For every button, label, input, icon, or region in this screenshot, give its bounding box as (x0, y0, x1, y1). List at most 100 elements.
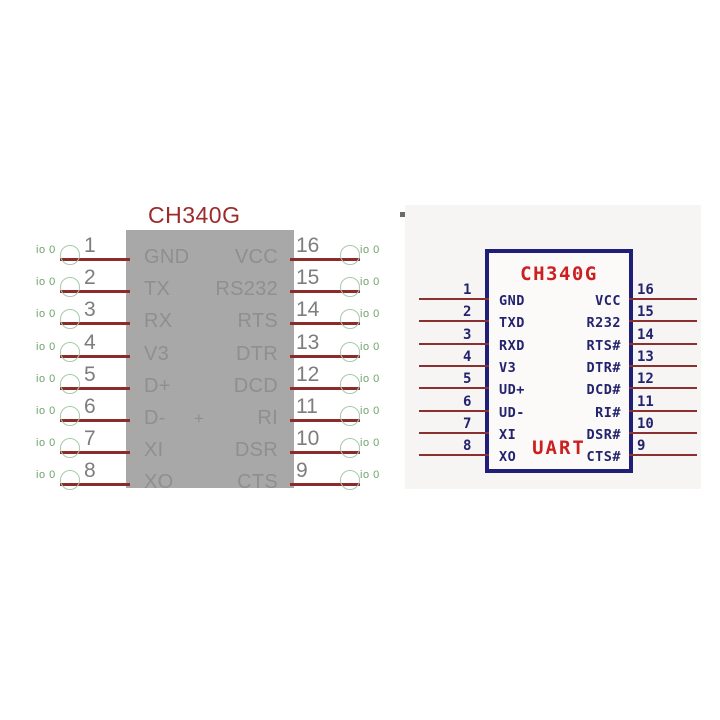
left-pin-number-9: 9 (296, 459, 308, 483)
left-wire-pin-8 (60, 483, 130, 487)
right-pin-label-xi: XI (499, 426, 517, 443)
right-pin-number-7: 7 (463, 415, 472, 432)
left-wire-pin-16 (290, 258, 360, 261)
left-pin-label-ri: RI (257, 407, 278, 429)
right-pin-number-11: 11 (637, 393, 654, 410)
right-pin-number-16: 16 (637, 282, 654, 298)
left-pin-label-d-: D- (144, 407, 166, 429)
right-pin-label-rxd: RXD (499, 337, 525, 354)
right-wire-pin-15 (629, 320, 697, 323)
right-pin-label-v3: V3 (499, 359, 517, 376)
left-pin-number-16: 16 (296, 234, 320, 257)
left-pin-number-14: 14 (296, 298, 320, 322)
right-wire-pin-3 (419, 342, 489, 345)
right-pin-number-4: 4 (463, 348, 472, 365)
io-marker-circle-icon (60, 277, 80, 298)
left-pin-label-tx: TX (144, 278, 171, 301)
right-pin-label-rtsn: RTS# (586, 337, 621, 354)
left-wire-pin-2 (60, 290, 130, 294)
left-pin-number-15: 15 (296, 266, 320, 290)
right-wire-pin-14 (629, 342, 697, 345)
left-pin-label-rs232: RS232 (215, 278, 278, 301)
left-chip-body (126, 230, 294, 488)
left-pin-number-12: 12 (296, 362, 320, 386)
left-pin-number-2: 2 (84, 266, 96, 290)
left-pin-label-v3: V3 (144, 342, 170, 365)
io-marker-circle-icon (340, 438, 360, 459)
left-io-marker-pin-7: io 0 (36, 437, 80, 459)
right-pin-label-udp: UD+ (499, 382, 525, 399)
io-marker-text: io 0 (360, 276, 380, 289)
io-marker-circle-icon (60, 406, 80, 426)
right-pin-label-gnd: GND (499, 293, 525, 309)
left-wire-pin-11 (290, 419, 360, 422)
left-pin-label-dtr: DTR (235, 342, 278, 365)
io-marker-circle-icon (60, 341, 80, 362)
right-pin-label-dtrn: DTR# (586, 359, 621, 376)
left-io-marker-pin-3: io 0 (36, 308, 80, 330)
corner-tick-mark (400, 212, 407, 217)
right-pin-label-rin: RI# (595, 404, 621, 421)
left-io-marker-pin-8: io 0 (36, 469, 80, 491)
io-marker-text: io 0 (360, 340, 380, 353)
right-pin-number-3: 3 (463, 326, 472, 343)
io-marker-circle-icon (340, 470, 360, 491)
right-pin-label-txd: TXD (499, 315, 525, 332)
left-pin-number-11: 11 (296, 395, 318, 418)
right-pin-label-xo: XO (499, 449, 517, 466)
io-marker-circle-icon (340, 245, 360, 265)
right-chip-footer-label: UART (532, 437, 586, 459)
left-wire-pin-1 (60, 258, 130, 261)
left-wire-pin-3 (60, 322, 130, 326)
io-marker-circle-icon (60, 245, 80, 265)
io-marker-text: io 0 (360, 437, 380, 450)
left-io-marker-pin-1: io 0 (36, 244, 80, 266)
io-marker-circle-icon (60, 470, 80, 491)
left-pin-number-7: 7 (84, 427, 96, 451)
left-pin-number-5: 5 (84, 362, 96, 386)
left-wire-pin-12 (290, 386, 360, 390)
right-pin-label-dsrn: DSR# (586, 426, 621, 443)
right-pin-label-r232: R232 (586, 315, 621, 332)
right-pin-number-8: 8 (463, 438, 472, 455)
left-io-marker-pin-9: io 0 (338, 469, 382, 491)
right-wire-pin-11 (629, 409, 697, 412)
right-pin-number-13: 13 (637, 348, 654, 365)
io-marker-circle-icon (60, 438, 80, 459)
left-io-marker-pin-11: io 0 (338, 405, 382, 427)
io-marker-text: io 0 (360, 469, 380, 482)
io-marker-text: io 0 (360, 244, 380, 256)
left-pin-label-rts: RTS (237, 310, 278, 333)
left-wire-pin-15 (290, 290, 360, 294)
io-marker-text: io 0 (36, 405, 56, 417)
left-pin-label-xi: XI (144, 439, 164, 462)
io-marker-text: io 0 (36, 372, 56, 385)
left-pin-label-vcc: VCC (234, 246, 278, 268)
io-marker-circle-icon (60, 373, 80, 394)
left-wire-pin-9 (290, 483, 360, 487)
right-pin-label-ctsn: CTS# (586, 449, 621, 466)
right-wire-pin-2 (419, 320, 489, 323)
left-pin-label-dsr: DSR (234, 439, 278, 462)
right-pin-number-6: 6 (463, 393, 472, 410)
left-pin-number-13: 13 (296, 330, 320, 354)
right-wire-pin-1 (419, 298, 489, 300)
left-pin-number-1: 1 (84, 234, 96, 257)
left-pin-label-xo: XO (144, 471, 174, 494)
left-io-marker-pin-6: io 0 (36, 405, 80, 427)
io-marker-text: io 0 (360, 372, 380, 385)
right-wire-pin-5 (419, 387, 489, 390)
io-marker-text: io 0 (36, 437, 56, 450)
right-wire-pin-7 (419, 431, 489, 434)
left-io-marker-pin-12: io 0 (338, 373, 382, 395)
left-io-marker-pin-10: io 0 (338, 437, 382, 459)
left-wire-pin-6 (60, 419, 130, 422)
right-pin-label-udm: UD- (499, 404, 525, 421)
left-pin-label-gnd: GND (144, 246, 190, 268)
left-pin-label-dcd: DCD (233, 374, 278, 397)
right-pin-label-dcdn: DCD# (586, 382, 621, 399)
